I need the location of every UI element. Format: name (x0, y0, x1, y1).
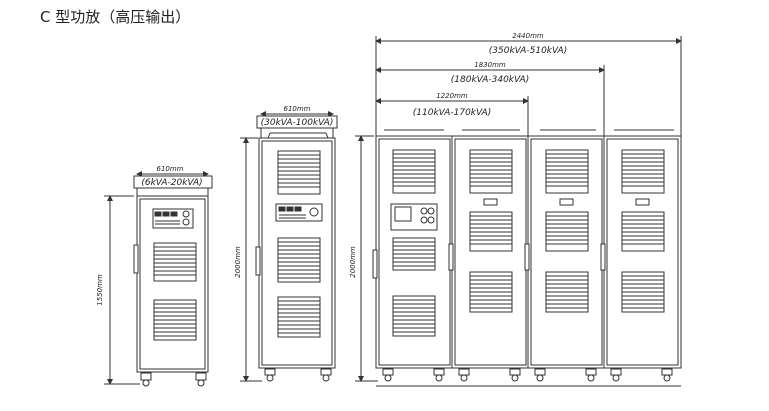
large-height-label: 2000mm (349, 246, 357, 278)
large-2440-range-label: (350kVA-510kVA) (489, 46, 567, 56)
large-1830-range-label: (180kVA-340kVA) (451, 75, 529, 85)
large-1220-range-label: (110kVA-170kVA) (413, 108, 491, 118)
vent-louvres (154, 153, 664, 337)
large-1830-width-label: 1830mm (474, 61, 506, 69)
small-width-label: 610mm (157, 165, 184, 173)
cabinet-small (104, 171, 213, 387)
cabinet-medium (240, 111, 338, 382)
large-2440-width-label: 2440mm (512, 32, 544, 40)
small-range-label: (6kVA-20kVA) (141, 178, 202, 188)
cabinet-large (355, 36, 682, 387)
page-title: C 型功放（高压输出） (40, 8, 191, 26)
small-height-label: 1550mm (96, 274, 104, 306)
medium-height-label: 2000mm (234, 246, 242, 278)
large-1220-width-label: 1220mm (436, 92, 468, 100)
medium-range-label: (30kVA-100kVA) (261, 118, 334, 128)
medium-width-label: 610mm (284, 105, 311, 113)
